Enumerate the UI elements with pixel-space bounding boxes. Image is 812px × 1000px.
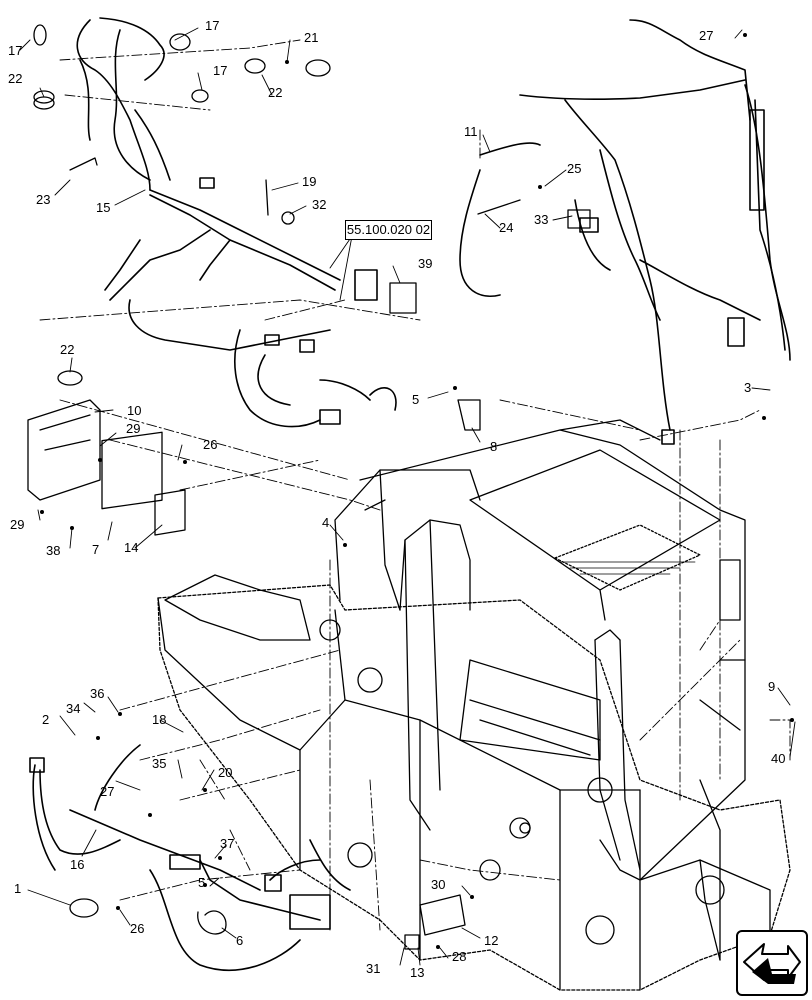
callout-12: 12 — [484, 933, 499, 948]
callout-29: 29 — [126, 421, 141, 436]
callout-19: 19 — [302, 174, 317, 189]
callout-22: 22 — [268, 85, 283, 100]
fastener-dots — [40, 33, 794, 949]
callout-3: 3 — [744, 380, 752, 395]
callout-16: 16 — [70, 857, 85, 872]
callout-21: 21 — [304, 30, 319, 45]
callout-36: 36 — [90, 686, 105, 701]
loose-parts — [27, 24, 591, 950]
callout-33: 33 — [534, 212, 549, 227]
callout-22: 22 — [8, 71, 23, 86]
callout-39: 39 — [418, 256, 433, 271]
callout-9: 9 — [768, 679, 776, 694]
callout-4: 4 — [322, 515, 330, 530]
callout-14: 14 — [124, 540, 139, 555]
callout-5: 5 — [198, 875, 206, 890]
callout-25: 25 — [567, 161, 582, 176]
callout-8: 8 — [490, 439, 498, 454]
callout-26: 26 — [130, 921, 145, 936]
callout-32: 32 — [312, 197, 327, 212]
callout-13: 13 — [410, 965, 425, 980]
callout-27: 27 — [699, 28, 714, 43]
callout-10: 10 — [127, 403, 142, 418]
callout-20: 20 — [218, 765, 233, 780]
callout-6: 6 — [236, 933, 244, 948]
callout-5: 5 — [412, 392, 420, 407]
callout-leaders — [19, 27, 796, 966]
callout-1: 1 — [14, 881, 22, 896]
callout-26: 26 — [203, 437, 218, 452]
navigation-arrow-button[interactable] — [736, 930, 808, 996]
callout-17: 17 — [8, 43, 23, 58]
callout-28: 28 — [452, 949, 467, 964]
callout-38: 38 — [46, 543, 61, 558]
operator-cab — [359, 419, 746, 881]
lower-left-harness — [29, 744, 351, 971]
callout-18: 18 — [152, 712, 167, 727]
callout-17: 17 — [213, 63, 228, 78]
callout-27: 27 — [100, 784, 115, 799]
callout-15: 15 — [96, 200, 111, 215]
callout-17: 17 — [205, 18, 220, 33]
callout-35: 35 — [152, 756, 167, 771]
callout-37: 37 — [220, 836, 235, 851]
assembly-centerlines — [39, 39, 791, 931]
callout-30: 30 — [431, 877, 446, 892]
callout-29: 29 — [10, 517, 25, 532]
callout-24: 24 — [499, 220, 514, 235]
reference-callout-box[interactable]: 55.100.020 02 — [345, 220, 432, 240]
callout-34: 34 — [66, 701, 81, 716]
upper-left-harness — [76, 17, 397, 428]
right-harness — [459, 19, 791, 445]
arrow-icon — [743, 943, 801, 984]
callout-22: 22 — [60, 342, 75, 357]
callout-2: 2 — [42, 712, 50, 727]
callout-40: 40 — [771, 751, 786, 766]
callout-31: 31 — [366, 961, 381, 976]
loader-chassis — [157, 469, 791, 991]
callout-7: 7 — [92, 542, 100, 557]
callout-23: 23 — [36, 192, 51, 207]
callout-11: 11 — [464, 124, 478, 139]
